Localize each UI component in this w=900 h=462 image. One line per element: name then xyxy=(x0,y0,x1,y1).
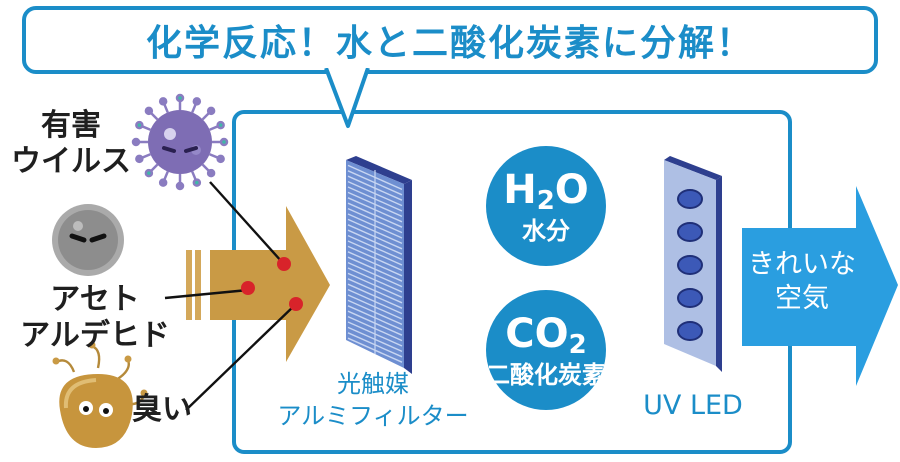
water-formula-sub: 2 xyxy=(536,185,555,216)
virus-particle-dot xyxy=(277,257,291,271)
water-formula: H2O xyxy=(503,168,589,217)
odor-label: 臭い xyxy=(132,392,192,427)
co2-formula-sub: 2 xyxy=(568,329,587,360)
clean-air-label: きれいな 空気 xyxy=(742,248,862,316)
acetaldehyde-connector xyxy=(164,288,249,300)
clean-air-label-line1: きれいな xyxy=(748,249,856,280)
co2-formula: CO2 xyxy=(505,312,586,361)
harmful-virus-label-line2: ウイルス xyxy=(11,144,131,179)
acetaldehyde-particle-dot xyxy=(241,281,255,295)
uv-led-label: UV LED xyxy=(643,390,743,421)
filter-label-line1: 光触媒 xyxy=(337,370,409,398)
virus-icon xyxy=(131,93,229,191)
speech-bubble-tail xyxy=(324,68,370,128)
grey-molecule-icon xyxy=(52,204,124,276)
uv-led-panel-icon xyxy=(664,156,722,372)
acetaldehyde-label-line2: アルデヒド xyxy=(20,318,170,353)
filter-label-line2: アルミフィルター xyxy=(277,402,469,430)
harmful-virus-label: 有害 ウイルス xyxy=(6,108,136,180)
outflow-arrow xyxy=(742,186,898,386)
speech-bubble xyxy=(22,6,878,74)
water-formula-main: H xyxy=(503,166,537,213)
water-formula-end: O xyxy=(554,166,589,213)
co2-formula-main: CO xyxy=(505,310,569,357)
co2-circle: CO2 二酸化炭素 xyxy=(486,290,606,410)
odor-connector xyxy=(185,303,297,411)
acetaldehyde-label-line1: アセト xyxy=(50,282,140,317)
filter-label: 光触媒 アルミフィルター xyxy=(248,368,498,432)
clean-air-label-line2: 空気 xyxy=(775,283,829,314)
page-title: 化学反応！水と二酸化炭素に分解！ xyxy=(145,23,754,64)
odor-particle-dot xyxy=(289,297,303,311)
virus-connector xyxy=(209,181,283,263)
filter-panel-icon xyxy=(346,156,412,374)
water-name: 水分 xyxy=(522,216,570,245)
inflow-arrow xyxy=(186,206,330,362)
harmful-virus-label-line1: 有害 xyxy=(41,108,101,143)
acetaldehyde-label: アセト アルデヒド xyxy=(0,282,190,354)
water-circle: H2O 水分 xyxy=(486,146,606,266)
co2-name: 二酸化炭素 xyxy=(486,360,606,389)
odor-germ-icon xyxy=(52,341,148,448)
